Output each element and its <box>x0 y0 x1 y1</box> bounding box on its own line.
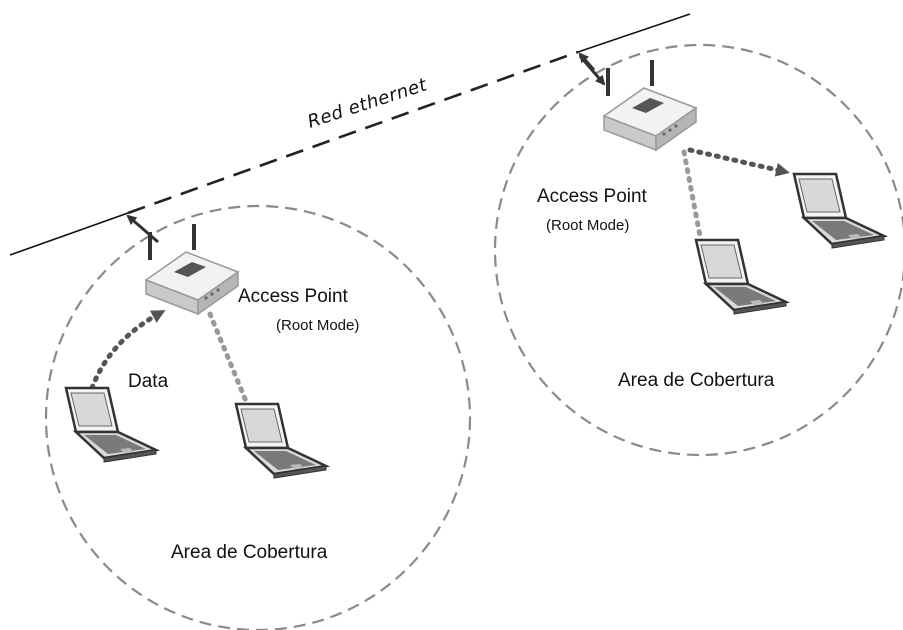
uplink-arrow-right-up <box>578 52 596 71</box>
ethernet-line-dashed <box>127 50 579 215</box>
coverage-label: Area de Cobertura <box>171 542 328 563</box>
laptop-icon <box>234 402 328 480</box>
ethernet-label: Red ethernet <box>305 74 430 133</box>
data-link-arrow <box>687 147 790 177</box>
data-link-arrow <box>89 309 166 391</box>
laptop-icon <box>694 238 788 316</box>
ap-title-label: Access Point <box>238 286 349 307</box>
ethernet-line-left <box>9 212 129 256</box>
ap-mode-label: (Root Mode) <box>546 217 629 234</box>
access-point-icon <box>144 222 240 316</box>
data-label: Data <box>128 371 169 392</box>
laptop-icon <box>64 386 158 464</box>
ap-title-label: Access Point <box>537 186 648 207</box>
uplink-arrow-left <box>126 214 159 244</box>
coverage-label: Area de Cobertura <box>618 370 775 391</box>
ethernet-line-right <box>577 13 691 53</box>
ap-mode-label: (Root Mode) <box>276 317 359 334</box>
wireless-link <box>207 311 251 409</box>
coverage-circle-left <box>44 204 472 630</box>
access-point-icon <box>602 58 698 152</box>
wireless-link <box>681 149 703 239</box>
laptop-icon <box>792 172 886 250</box>
